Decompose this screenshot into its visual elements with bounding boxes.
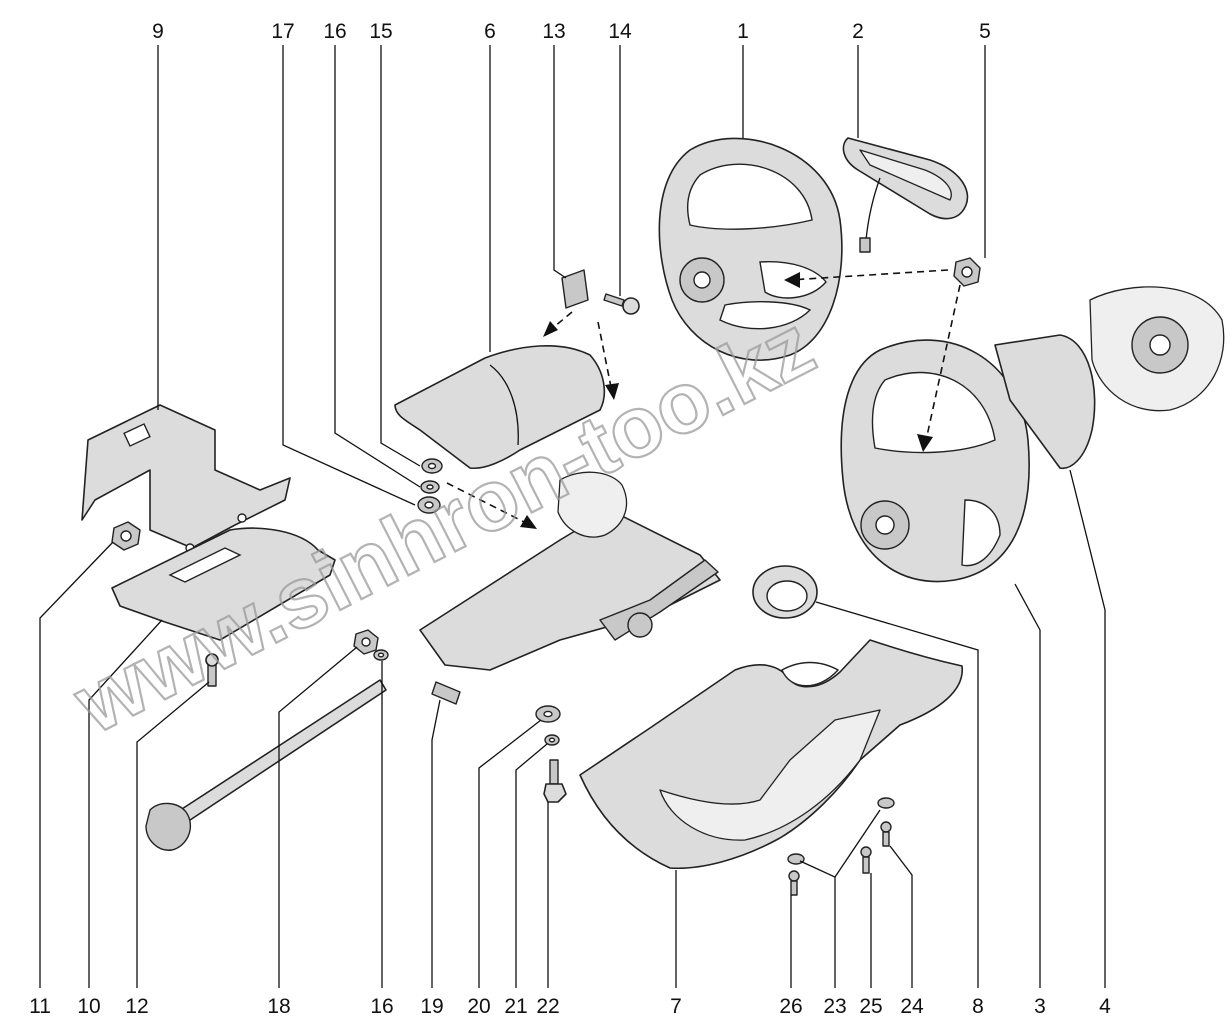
callout-8: 8 — [972, 995, 984, 1018]
part-nut-17 — [417, 496, 441, 514]
part-nut-5 — [953, 257, 981, 287]
callout-19: 19 — [420, 995, 443, 1018]
part-clip-13 — [561, 269, 589, 309]
callout-22: 22 — [536, 995, 559, 1018]
callout-13: 13 — [542, 20, 565, 43]
part-washer-23b — [787, 853, 805, 865]
part-bolt-12 — [205, 653, 219, 687]
part-lower-plate-10 — [111, 527, 336, 641]
part-airbag-module-2 — [842, 137, 969, 253]
callout-20: 20 — [467, 995, 490, 1018]
callout-14: 14 — [608, 20, 632, 43]
callout-16-top: 16 — [323, 20, 346, 43]
callout-3: 3 — [1034, 995, 1046, 1018]
callout-7: 7 — [670, 995, 682, 1018]
part-nut-18 — [353, 629, 379, 655]
part-screw-24 — [880, 821, 892, 847]
part-washer-15 — [421, 458, 443, 474]
callout-16-bottom: 16 — [370, 995, 393, 1018]
callout-21: 21 — [504, 995, 527, 1018]
part-intermediate-shaft — [145, 679, 387, 851]
part-steering-wheel-3 — [840, 339, 1030, 583]
part-lower-shroud-7 — [579, 639, 963, 870]
part-washer-16-top — [420, 480, 440, 494]
leader-lines — [39, 45, 1106, 988]
assembly-arrows — [446, 269, 961, 529]
callout-25: 25 — [859, 995, 882, 1018]
callouts-bottom: 11 10 12 18 16 19 20 21 22 7 26 23 25 24… — [29, 995, 1111, 1018]
callout-15: 15 — [369, 20, 392, 43]
callout-4: 4 — [1099, 995, 1111, 1018]
callout-12: 12 — [125, 995, 148, 1018]
part-steering-column — [419, 471, 721, 671]
callout-17: 17 — [271, 20, 294, 43]
callout-9: 9 — [152, 20, 164, 43]
callout-26: 26 — [779, 995, 802, 1018]
callouts-top: 9 17 16 15 6 13 14 1 2 5 — [152, 20, 991, 43]
part-washer-23a — [877, 797, 895, 809]
callout-10: 10 — [77, 995, 100, 1018]
part-washer-21 — [544, 734, 560, 746]
callout-2: 2 — [852, 20, 864, 43]
part-screw-26 — [788, 870, 800, 896]
part-upper-shroud-6 — [394, 345, 606, 470]
part-steering-wheel-1 — [658, 137, 843, 361]
callout-23: 23 — [823, 995, 846, 1018]
callout-11: 11 — [29, 995, 51, 1018]
callout-5: 5 — [979, 20, 991, 43]
part-washer-20 — [535, 705, 561, 723]
part-screw-25 — [860, 846, 872, 874]
part-nut-11 — [111, 521, 141, 551]
part-bolt-22 — [543, 759, 567, 803]
part-ring-8 — [752, 565, 818, 619]
callout-1: 1 — [737, 20, 749, 43]
part-washer-16-bottom — [373, 649, 389, 661]
callout-24: 24 — [900, 995, 924, 1018]
callout-6: 6 — [484, 20, 496, 43]
callout-18: 18 — [267, 995, 290, 1018]
part-airbag-assembly-4 — [994, 286, 1225, 469]
part-bolt-19 — [431, 681, 461, 705]
part-mounting-bracket-9 — [81, 404, 291, 553]
part-screw-14 — [603, 293, 640, 315]
